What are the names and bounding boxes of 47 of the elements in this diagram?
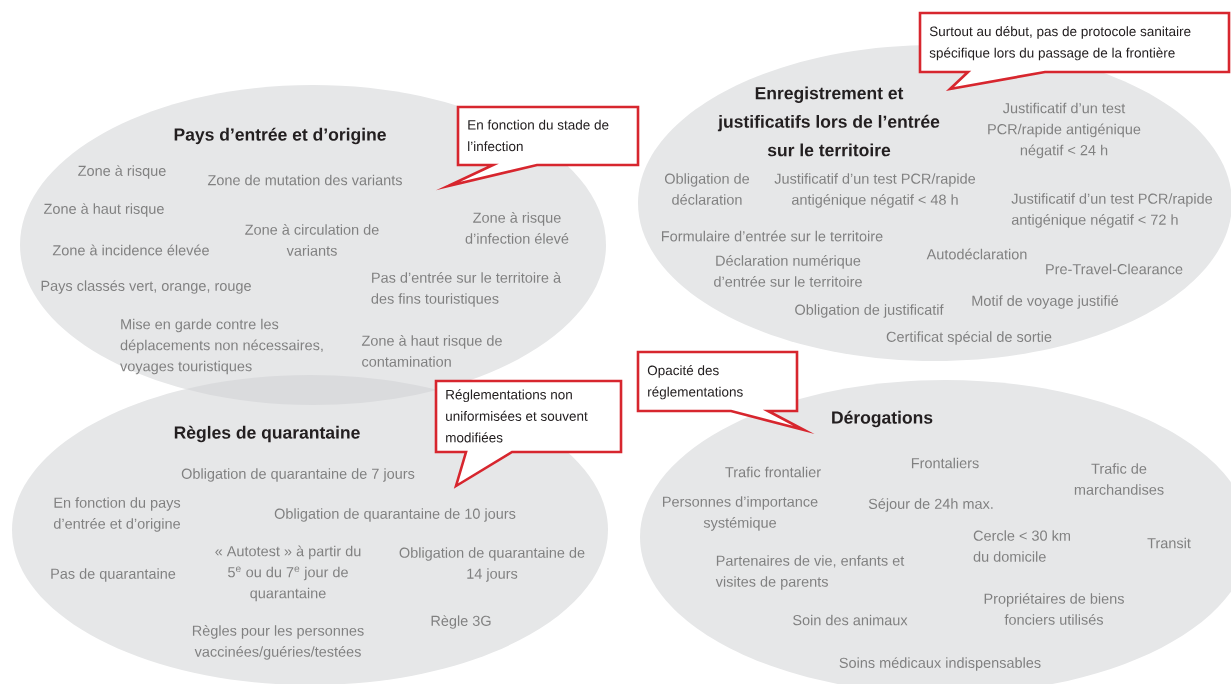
item-label: En fonction du pays d’entrée et d’origine (53, 497, 181, 532)
item-label: Pas d’entrée sur le territoire à des fins touristiques (371, 272, 562, 307)
item-label: Obligation de déclaration (664, 173, 750, 205)
item-label: Justificatif d’un test PCR/rapide antigénique négatif < 48 h (774, 173, 976, 208)
item-label: Obligation de quarantaine de 10 jours (274, 508, 516, 522)
item-label: Règles pour les personnes vaccinées/guéries/testées (192, 625, 364, 660)
item-label: Obligation de quarantaine de 14 jours (399, 547, 585, 582)
item-label: Trafic de marchandises (1074, 463, 1164, 495)
item-label: Zone de mutation des variants (207, 174, 402, 186)
category-heading: Pays d’entrée et d’origine (174, 127, 386, 145)
item-label: Séjour de 24h max. (868, 498, 993, 512)
item-label: Zone à haut risque de contamination (361, 335, 502, 367)
item-label: Zone à circulation de variants (245, 224, 379, 256)
item-label: Propriétaires de biens fonciers utilisés (984, 593, 1124, 625)
category-heading: Règles de quarantaine (174, 425, 360, 443)
callout-tooltip: Surtout au début, pas de protocole sanitaire spécifique lors du passage de la frontière (918, 11, 1231, 92)
callout-tooltip: Réglementations non uniformisées et souvent modifiées (434, 379, 623, 489)
item-label: Soins médicaux indispensables (839, 657, 1041, 671)
item-label: Pas de quarantaine (51, 568, 176, 582)
item-label: Justificatif d’un test PCR/rapide antigénique négatif < 72 h (1011, 193, 1213, 228)
item-label: Pays classés vert, orange, rouge (41, 280, 251, 294)
item-label: Personnes d’importance systémique (663, 496, 818, 531)
item-label: Soin des animaux (793, 614, 908, 626)
item-label: Zone à risque d’infection élevé (465, 212, 569, 244)
callout-tooltip: En fonction du stade de l’infection (436, 105, 640, 191)
item-label: Cercle < 30 km du domicile (973, 530, 1070, 562)
callout-tooltip: Opacité des réglementations (636, 350, 815, 435)
item-label: Obligation de justificatif (795, 304, 944, 318)
item-label: Zone à haut risque (44, 203, 164, 217)
item-label: Formulaire d’entrée sur le territoire (662, 230, 883, 242)
item-label: Motif de voyage justifié (972, 295, 1119, 309)
item-label: Pre-Travel-Clearance (1046, 263, 1183, 275)
item-label: Autodéclaration (926, 248, 1027, 260)
item-label: Obligation de quarantaine de 7 jours (181, 468, 415, 482)
item-label: Transit (1147, 537, 1191, 549)
item-label: Zone à incidence élevée (52, 244, 209, 256)
item-label: Déclaration numérique d’entrée sur le territoire (714, 255, 862, 287)
item-label: Règle 3G (431, 615, 491, 629)
item-label: Partenaires de vie, enfants et visites de parents (715, 555, 905, 590)
item-label: Zone à risque (78, 165, 166, 179)
item-label: Mise en garde contre les déplacements non nécessaires, voyages touristiques (120, 318, 323, 375)
item-label: « Autotest » à partir du 5$^{e}$ ou du 7$^{e}$ jour de quarantaine (215, 545, 361, 602)
item-label: Trafic frontalier (725, 466, 821, 478)
category-heading: Dérogations (832, 410, 933, 428)
item-label: Frontaliers (911, 457, 979, 469)
item-label: Certificat spécial de sortie (886, 331, 1052, 345)
item-label: Justificatif d’un test PCR/rapide antigénique négatif < 24 h (988, 102, 1141, 159)
